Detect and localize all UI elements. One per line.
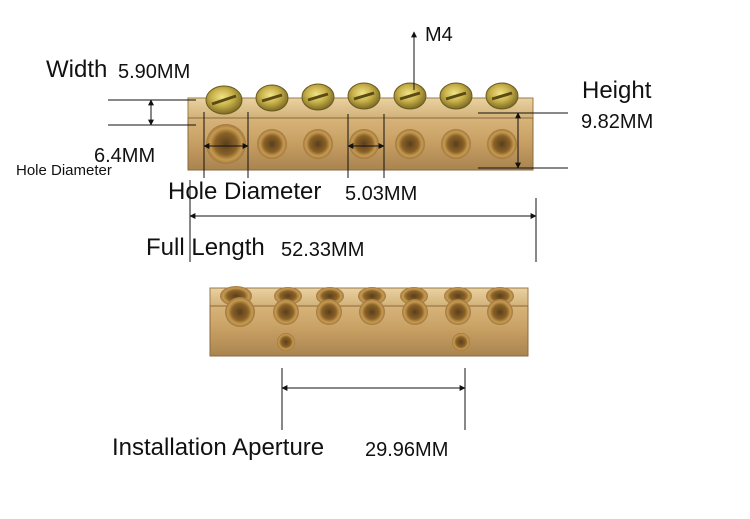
terminal-bar-top [187,82,534,171]
full-length-value: 52.33MM [281,239,365,261]
big-hole-value: 6.4MM [94,145,156,167]
width-label: Width [46,56,108,83]
front-holes-bottom-bar [225,297,513,327]
installation-aperture-value: 29.96MM [365,439,449,461]
big-hole-label: Hole Diameter [16,162,112,179]
dimension-lines-bottom [281,368,466,430]
installation-aperture-label: Installation Aperture [112,434,325,461]
width-value: 5.90MM [118,61,191,83]
hole-diameter-label: Hole Diameter [168,178,322,205]
screws [205,82,519,115]
terminal-bar-bottom [209,286,529,357]
mounting-holes [277,333,470,351]
dimension-lines-top [108,31,568,262]
hole-diameter-value: 5.03MM [345,183,418,205]
height-value: 9.82MM [581,111,654,133]
thread-size-label: M4 [425,24,453,46]
height-label: Height [582,77,652,104]
full-length-label: Full Length [146,234,265,261]
